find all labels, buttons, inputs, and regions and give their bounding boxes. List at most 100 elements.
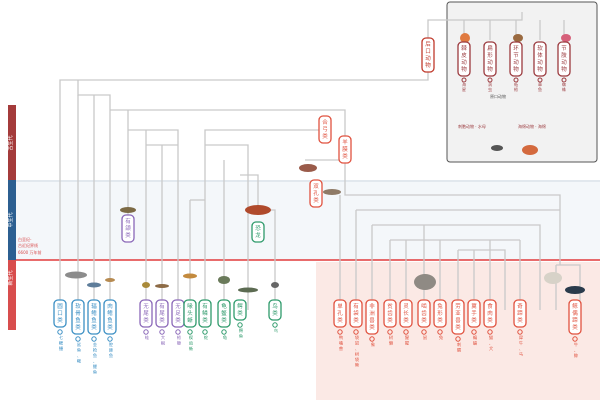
svg-text:类: 类 (455, 323, 461, 331)
svg-text:膜: 膜 (342, 145, 348, 153)
svg-text:形: 形 (437, 309, 443, 317)
organism-silhouettes (65, 33, 585, 294)
mammal-group-4-label: 灵长类 (403, 303, 409, 324)
svg-text:啮: 啮 (421, 302, 427, 310)
reptile-group-3-example: 鳄鱼 (239, 327, 243, 339)
svg-text:蜥: 蜥 (187, 316, 193, 324)
fish-group-3-node (107, 336, 113, 342)
mammal-group-9-box (483, 299, 497, 328)
svg-text:蜘: 蜘 (562, 81, 566, 87)
mammal-group-4-node (403, 329, 409, 335)
svg-text:鼠: 鼠 (355, 340, 360, 347)
era-label-paleozoic: 古生代 (7, 135, 14, 150)
dimetrodon-icon (299, 164, 317, 172)
svg-text:、: 、 (93, 359, 97, 364)
svg-text:兔: 兔 (439, 334, 444, 341)
svg-text:大: 大 (161, 334, 165, 341)
era-band-cenozoic (8, 260, 16, 330)
bird-icon (271, 282, 279, 288)
svg-text:类: 类 (322, 132, 328, 140)
svg-text:环: 环 (513, 45, 519, 52)
amphibian-group-2-example: 蚓螈 (177, 334, 182, 347)
mammal-group-8-node (471, 329, 477, 335)
stem-amniote-box (338, 135, 352, 164)
stem-dinosaur-box (251, 221, 265, 243)
svg-text:头: 头 (187, 309, 193, 317)
mammal-group-10-box (513, 299, 527, 328)
svg-text:蚯: 蚯 (514, 81, 518, 87)
svg-text:节: 节 (513, 51, 519, 59)
svg-text:动: 动 (461, 59, 467, 66)
mammal-group-5-box (417, 299, 431, 328)
svg-text:肉: 肉 (487, 309, 493, 317)
svg-text:鸭: 鸭 (339, 334, 343, 341)
mammal-group-3-example: 树懒 (389, 334, 394, 347)
reptile-group-2-example: 龟 (223, 334, 228, 340)
inset-group-3-example: 章鱼 (538, 81, 542, 92)
fish-group-0-example: 七鳃鳗 (59, 334, 64, 352)
starfish-icon (460, 33, 470, 43)
svg-text:类: 类 (107, 323, 113, 331)
mammal-group-8-label: 翼手类 (471, 303, 477, 324)
fish-group-1-example: 鲨鱼、鳐 (77, 341, 81, 365)
svg-text:兽: 兽 (339, 345, 343, 352)
era-label-cenozoic: 新生代 (7, 270, 14, 285)
mammal-group-7-box (451, 299, 465, 335)
mammal-group-11-box (568, 299, 582, 335)
svg-text:有: 有 (125, 217, 131, 225)
svg-text:食: 食 (487, 302, 493, 310)
svg-text:奇: 奇 (517, 302, 523, 310)
fish-group-0-node (57, 329, 63, 335)
crocodile-icon (238, 287, 258, 293)
svg-text:犬: 犬 (489, 345, 494, 352)
svg-text:鳐: 鳐 (77, 358, 81, 365)
bird-group-example: 鸟 (274, 327, 278, 334)
svg-text:龙: 龙 (255, 231, 261, 239)
svg-text:猫: 猫 (489, 334, 493, 341)
svg-text:尾: 尾 (159, 310, 165, 317)
svg-text:有: 有 (353, 302, 359, 310)
svg-text:类: 类 (353, 316, 359, 324)
inset-group-1-box (483, 41, 497, 77)
svg-text:猩: 猩 (405, 340, 409, 347)
inset-group-3-box (533, 41, 547, 77)
mammal-group-6-box (433, 299, 447, 328)
svg-text:犀: 犀 (519, 335, 523, 341)
svg-text:口: 口 (425, 48, 431, 55)
svg-text:齿: 齿 (189, 341, 193, 347)
inset-group-2-node (513, 77, 519, 83)
svg-text:齿: 齿 (421, 310, 427, 317)
svg-text:辐: 辐 (91, 302, 97, 310)
reptile-group-0-box (183, 299, 197, 328)
svg-text:嘴: 嘴 (339, 340, 344, 347)
trex-icon (245, 205, 271, 215)
svg-text:颌: 颌 (125, 224, 131, 232)
svg-text:物: 物 (461, 65, 467, 73)
svg-text:蹄: 蹄 (517, 309, 523, 317)
svg-text:蚓: 蚓 (514, 86, 518, 92)
whale-icon (565, 286, 585, 294)
svg-text:兽: 兽 (455, 316, 461, 324)
svg-text:兔: 兔 (437, 302, 443, 310)
svg-text:鱼: 鱼 (93, 369, 97, 375)
svg-text:、: 、 (355, 346, 359, 351)
svg-text:形: 形 (487, 51, 493, 59)
svg-text:鱼: 鱼 (91, 316, 97, 324)
svg-text:合: 合 (322, 118, 328, 126)
svg-text:猬: 猬 (457, 347, 461, 354)
svg-text:熊: 熊 (355, 362, 359, 369)
svg-text:七: 七 (59, 334, 63, 340)
svg-text:类: 类 (143, 316, 149, 324)
octopus-icon (522, 145, 538, 155)
inset-extra-6: 海绵动物 · 海绵 (518, 123, 546, 129)
reptile-group-0-example: 楔齿蜥 (189, 334, 194, 352)
mammal-group-4-example: 猩猩 (405, 334, 409, 347)
svg-text:单: 单 (337, 302, 343, 310)
fish-icon (87, 282, 101, 288)
svg-text:袋: 袋 (353, 309, 359, 317)
svg-text:鲤: 鲤 (93, 363, 97, 369)
